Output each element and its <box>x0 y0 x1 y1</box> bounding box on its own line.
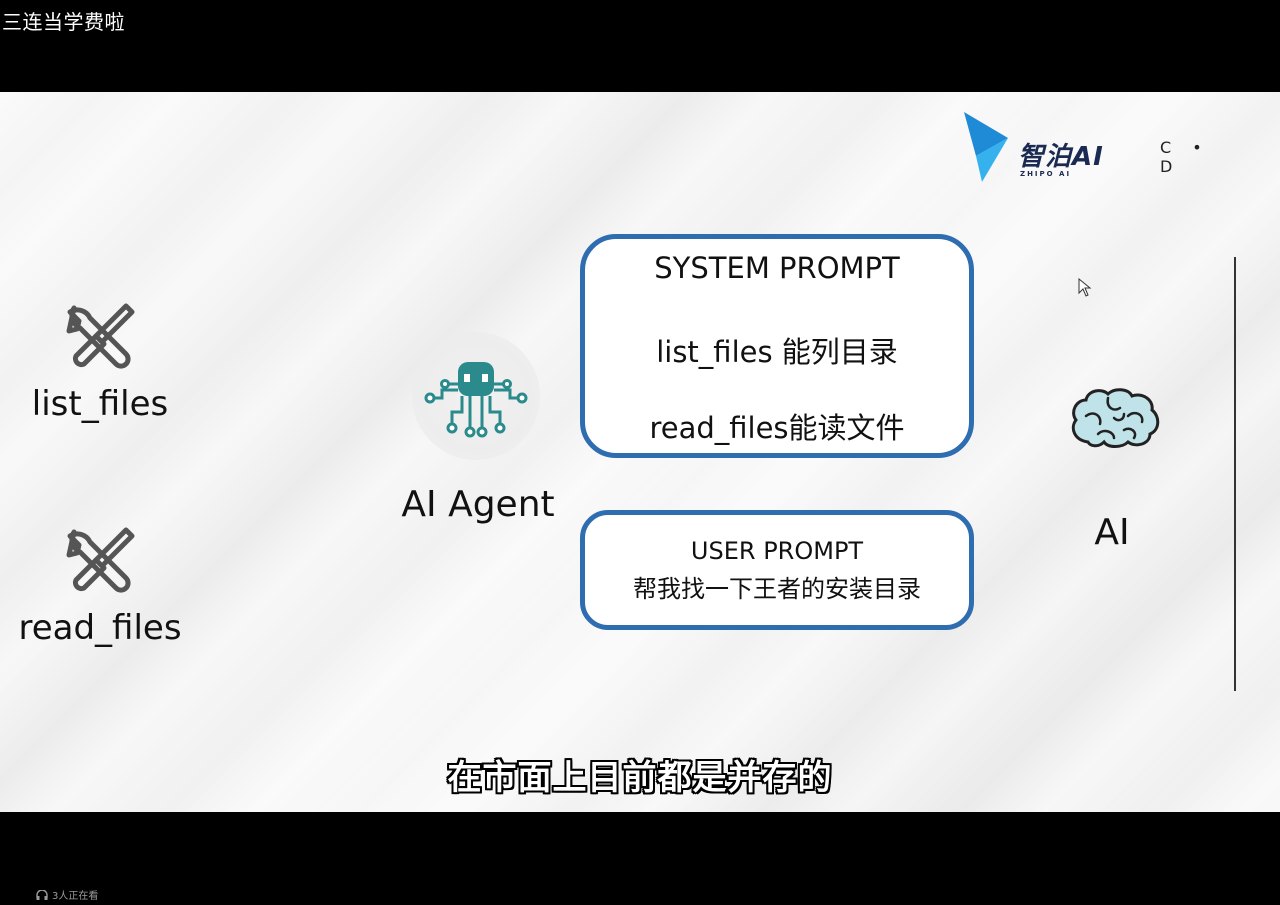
agent-icon-circle <box>412 332 540 460</box>
system-prompt-line-2: read_files能读文件 <box>649 411 905 445</box>
robot-octopus-icon <box>424 362 528 438</box>
headphones-icon <box>36 889 48 900</box>
agent-label: AI Agent <box>401 484 555 525</box>
vertical-divider <box>1234 257 1236 691</box>
logo: 智泊AI ZHIPO AI C • D <box>962 112 1242 184</box>
logo-sub: ZHIPO AI <box>1020 170 1072 178</box>
logo-name: 智泊AI <box>1018 142 1104 172</box>
bottom-bar: 3人正在看 <box>0 812 1280 905</box>
logo-mark-icon <box>964 112 1008 182</box>
system-prompt-line-1: list_files 能列目录 <box>656 335 898 369</box>
brain-icon <box>1071 388 1160 448</box>
viewer-count-text: 3人正在看 <box>52 891 99 902</box>
user-prompt-box: USER PROMPT 帮我找一下王者的安装目录 <box>580 510 974 630</box>
user-prompt-title: USER PROMPT <box>690 537 864 565</box>
viewer-count: 3人正在看 <box>36 887 98 902</box>
tool-label: read_files <box>18 608 182 648</box>
user-prompt-text: 帮我找一下王者的安装目录 <box>633 575 921 603</box>
tool-read-files: read_files <box>10 522 190 648</box>
subtitle-caption: 在市面上目前都是并存的 <box>447 758 833 798</box>
mouse-cursor-icon <box>1078 278 1092 297</box>
video-title: 三连当学费啦 <box>2 10 125 34</box>
slide: 智泊AI ZHIPO AI C • D list_files read_file… <box>0 92 1280 812</box>
wrench-screwdriver-icon <box>66 527 135 593</box>
top-bar: 三连当学费啦 <box>0 0 1280 92</box>
wrench-screwdriver-icon <box>66 303 135 369</box>
tool-list-files: list_files <box>20 298 180 424</box>
tool-label: list_files <box>31 384 169 424</box>
logo-marks: C • D <box>1160 138 1210 176</box>
system-prompt-box: SYSTEM PROMPT list_files 能列目录 read_files… <box>580 234 974 458</box>
ai-label: AI <box>1094 512 1130 553</box>
system-prompt-title: SYSTEM PROMPT <box>654 251 900 285</box>
